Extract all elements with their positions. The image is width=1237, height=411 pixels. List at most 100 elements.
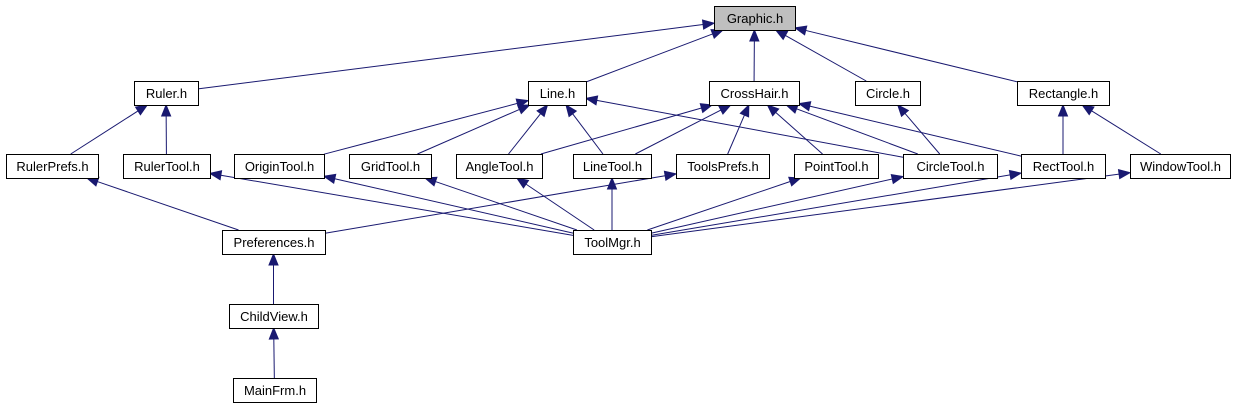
edge-arrowhead: [774, 29, 789, 41]
edge-arrowhead: [718, 104, 732, 115]
node-box[interactable]: [233, 378, 317, 403]
node-box[interactable]: [234, 154, 325, 179]
edge-arrowhead: [516, 104, 531, 115]
node-crosshair[interactable]: CrossHair.h: [709, 81, 800, 106]
edge-arrowhead: [515, 177, 530, 189]
edge-crosshair-to-graphic: [749, 28, 760, 82]
edge-mainfrm-to-childview: [268, 326, 280, 379]
node-pointtool[interactable]: PointTool.h: [794, 154, 879, 179]
edge-arrowhead: [322, 173, 337, 184]
edge-arrowhead: [1008, 169, 1023, 181]
node-toolmgr[interactable]: ToolMgr.h: [573, 230, 652, 255]
edge-toolsprefs-to-crosshair: [727, 103, 750, 155]
edge-arrowhead: [536, 103, 549, 118]
node-toolsprefs[interactable]: ToolsPrefs.h: [676, 154, 770, 179]
edge-arrowhead: [584, 95, 599, 106]
edge-line: [508, 113, 542, 155]
node-linetool[interactable]: LineTool.h: [573, 154, 652, 179]
edge-line: [324, 175, 666, 234]
node-label: Graphic.h: [727, 11, 783, 26]
edge-circletool-to-line: [584, 95, 904, 158]
node-box[interactable]: [573, 154, 652, 179]
node-ruler[interactable]: Ruler.h: [134, 81, 199, 106]
node-box[interactable]: [456, 154, 543, 179]
edge-line: [323, 102, 518, 155]
edge-line-to-graphic: [585, 29, 725, 83]
edge-line: [650, 173, 1120, 238]
edge-line: [904, 113, 941, 155]
edge-line: [775, 111, 823, 155]
edge-arrowhead: [749, 28, 760, 42]
node-mainfrm[interactable]: MainFrm.h: [233, 378, 317, 403]
node-box[interactable]: [794, 154, 879, 179]
node-rulertool[interactable]: RulerTool.h: [123, 154, 211, 179]
edge-circle-to-graphic: [774, 29, 867, 82]
node-graphic[interactable]: Graphic.h: [714, 6, 796, 31]
edge-arrowhead: [896, 103, 910, 118]
node-box[interactable]: [528, 81, 587, 106]
node-box[interactable]: [229, 304, 319, 329]
node-label: OriginTool.h: [245, 159, 314, 174]
node-box[interactable]: [123, 154, 211, 179]
node-box[interactable]: [573, 230, 652, 255]
node-box[interactable]: [1017, 81, 1110, 106]
edge-rulerprefs-to-ruler: [70, 104, 149, 155]
edge-toolmgr-to-gridtool: [423, 176, 578, 231]
edge-arrowhead: [739, 103, 750, 118]
edge-arrowhead: [160, 103, 172, 117]
edge-line: [635, 109, 722, 155]
edge-line: [650, 178, 893, 234]
node-gridtool[interactable]: GridTool.h: [349, 154, 432, 179]
edge-toolmgr-to-circletool: [650, 173, 905, 234]
edge-linetool-to-line: [565, 103, 604, 155]
node-preferences[interactable]: Preferences.h: [222, 230, 326, 255]
edge-line: [596, 99, 904, 158]
node-label: Ruler.h: [146, 86, 187, 101]
node-childview[interactable]: ChildView.h: [229, 304, 319, 329]
node-label: Preferences.h: [234, 235, 315, 250]
node-box[interactable]: [134, 81, 199, 106]
edge-arrowhead: [1117, 169, 1132, 180]
edge-circletool-to-circle: [896, 103, 941, 155]
node-circle[interactable]: Circle.h: [855, 81, 921, 106]
node-angletool[interactable]: AngleTool.h: [456, 154, 543, 179]
edge-line: [273, 338, 275, 379]
node-box[interactable]: [6, 154, 99, 179]
node-rulerprefs[interactable]: RulerPrefs.h: [6, 154, 99, 179]
edge-preferences-to-rulerprefs: [85, 176, 239, 231]
edge-line: [334, 178, 574, 234]
node-box[interactable]: [855, 81, 921, 106]
edge-arrowhead: [890, 173, 905, 185]
node-box[interactable]: [222, 230, 326, 255]
node-label: Rectangle.h: [1029, 86, 1098, 101]
edge-arrowhead: [606, 176, 618, 190]
node-box[interactable]: [349, 154, 432, 179]
edge-recttool-to-rectangle: [1057, 103, 1069, 154]
node-box[interactable]: [714, 6, 796, 31]
node-origintool[interactable]: OriginTool.h: [234, 154, 325, 179]
node-line[interactable]: Line.h: [528, 81, 587, 106]
node-windowtool[interactable]: WindowTool.h: [1130, 154, 1231, 179]
edge-line: [572, 113, 604, 155]
edge-arrowhead: [701, 19, 716, 30]
node-box[interactable]: [676, 154, 770, 179]
node-circletool[interactable]: CircleTool.h: [903, 154, 998, 179]
node-box[interactable]: [1021, 154, 1106, 179]
edge-line: [809, 105, 1022, 157]
node-label: WindowTool.h: [1140, 159, 1221, 174]
edge-toolmgr-to-recttool: [650, 169, 1023, 236]
edge-line: [97, 181, 239, 231]
node-box[interactable]: [1130, 154, 1231, 179]
edge-toolmgr-to-rulertool: [208, 170, 574, 236]
edge-angletool-to-crosshair: [540, 103, 714, 155]
node-box[interactable]: [903, 154, 998, 179]
node-label: LineTool.h: [583, 159, 642, 174]
node-recttool[interactable]: RectTool.h: [1021, 154, 1106, 179]
node-rectangle[interactable]: Rectangle.h: [1017, 81, 1110, 106]
edge-line: [785, 34, 867, 82]
edge-arrowhead: [208, 170, 223, 181]
edge-line: [650, 174, 1011, 236]
node-label: ToolMgr.h: [584, 235, 640, 250]
node-box[interactable]: [709, 81, 800, 106]
